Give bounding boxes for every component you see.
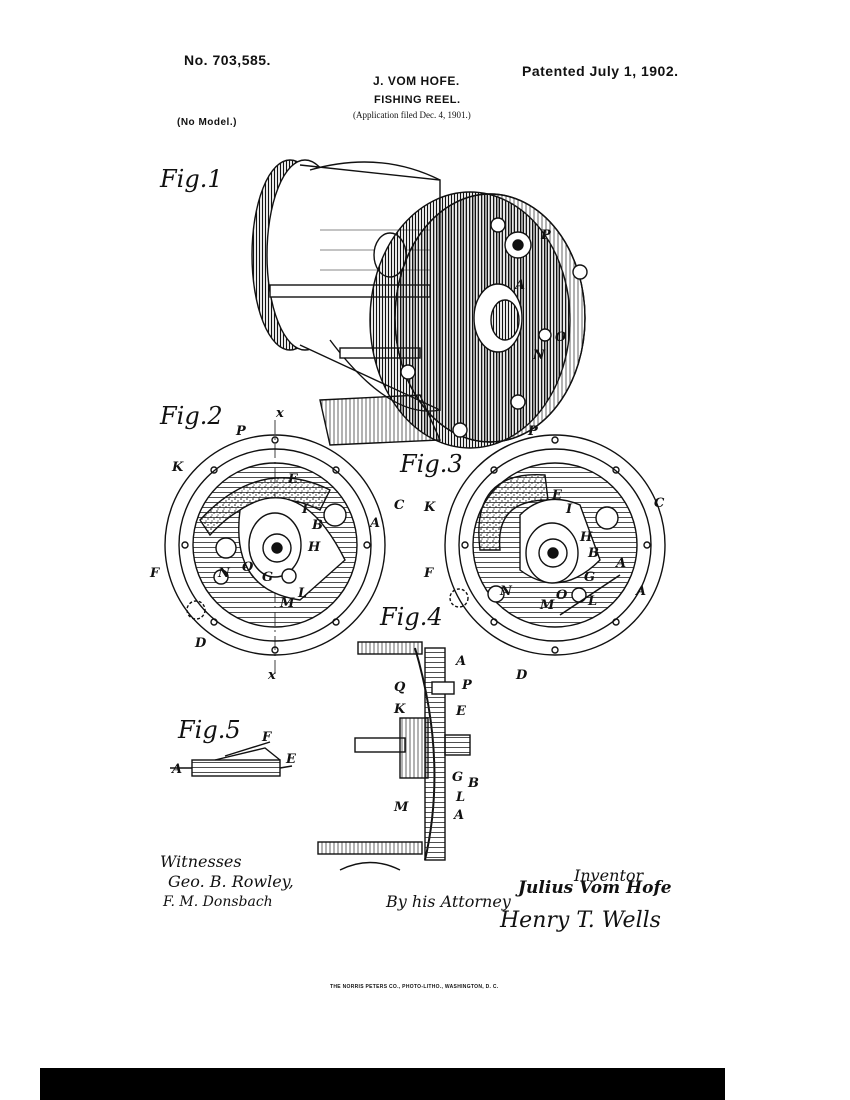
patent-title: FISHING REEL. (374, 94, 461, 106)
fig1-label-a: A (515, 278, 526, 293)
patent-number: No. 703,585. (184, 52, 271, 68)
fig2-label-l: L (298, 586, 308, 601)
fig3-label-a-lower: A (636, 584, 647, 599)
fig4-drawing (317, 641, 471, 871)
fig3-label-m: M (540, 598, 555, 613)
fig3-drawing (444, 434, 666, 656)
fig2-label-a: A (370, 516, 381, 531)
fig3-label-b: B (588, 546, 599, 561)
inventor-signature: Julius Vom Hofe (518, 878, 672, 898)
fig4-label-p: P (462, 678, 472, 693)
fig3-label-e: E (552, 488, 562, 503)
fig1-label-n: N (533, 348, 545, 363)
fig2-label-h: H (308, 540, 321, 555)
scan-border-bar (40, 1068, 725, 1100)
fig3-caption: Fig.3 (400, 450, 463, 478)
fig3-label-d: D (516, 668, 528, 683)
witness-signature-1: Geo. B. Rowley, (168, 872, 294, 891)
fig2-label-n: N (218, 566, 230, 581)
fig4-label-a-top: A (456, 654, 467, 669)
fig3-label-a-right: A (616, 556, 627, 571)
fig3-label-c: C (654, 496, 665, 511)
fig2-label-p: P (236, 424, 246, 439)
fig4-label-q: Q (394, 680, 406, 695)
witness-signature-2: F. M. Donsbach (163, 894, 273, 910)
fig2-label-d: D (195, 636, 207, 651)
fig3-label-i: I (566, 502, 573, 517)
attorney-signature: Henry T. Wells (500, 908, 661, 933)
by-his-attorney: By his Attorney (386, 892, 511, 911)
fig2-label-c: C (394, 498, 405, 513)
fig3-label-h: H (580, 530, 593, 545)
fig2-label-k: K (172, 460, 184, 475)
inventor-heading: J. VOM HOFE. (373, 74, 460, 88)
fig1-caption: Fig.1 (160, 165, 223, 193)
fig2-label-m: M (280, 596, 295, 611)
fig3-label-l: L (588, 594, 598, 609)
fig2-label-g: G (262, 570, 274, 585)
fig2-caption: Fig.2 (160, 402, 223, 430)
fig4-caption: Fig.4 (380, 603, 443, 631)
fig4-label-b: B (468, 776, 479, 791)
fig2-drawing (164, 420, 386, 675)
witnesses-heading: Witnesses (160, 852, 242, 871)
fig2-label-o: O (242, 560, 254, 575)
fig2-label-b: B (312, 518, 323, 533)
fig1-drawing (251, 159, 588, 449)
fig3-label-n: N (500, 584, 512, 599)
fig2-label-e: E (288, 472, 298, 487)
no-model-note: (No Model.) (177, 117, 237, 128)
fig3-label-k: K (424, 500, 436, 515)
fig3-label-o: O (556, 588, 568, 603)
fig4-label-l: L (456, 790, 466, 805)
application-filed: (Application filed Dec. 4, 1901.) (353, 110, 471, 120)
fig5-drawing (170, 741, 293, 777)
fig5-label-a: A (172, 762, 183, 777)
fig1-label-p: P (541, 228, 551, 243)
fig4-label-g: G (452, 770, 464, 785)
fig4-label-m: M (394, 800, 409, 815)
fig4-label-a-bottom: A (454, 808, 465, 823)
fig5-label-f: F (262, 730, 272, 745)
fig2-label-x-top: x (276, 406, 284, 421)
fig2-label-f: F (150, 566, 160, 581)
fig2-label-x-bottom: x (268, 668, 276, 683)
fig4-label-e: E (456, 704, 466, 719)
patent-date: Patented July 1, 1902. (522, 63, 679, 79)
fig3-label-f: F (424, 566, 434, 581)
inventor-label: Inventor (574, 866, 644, 885)
fig2-label-i: I (302, 502, 309, 517)
fig5-caption: Fig.5 (178, 716, 241, 744)
fig3-label-p: P (528, 424, 538, 439)
fig4-label-k: K (394, 702, 406, 717)
fig3-label-g: G (584, 570, 596, 585)
fig1-label-o: O (555, 330, 567, 345)
fig5-label-e: E (286, 752, 296, 767)
printer-imprint: THE NORRIS PETERS CO., PHOTO-LITHO., WAS… (330, 984, 499, 990)
